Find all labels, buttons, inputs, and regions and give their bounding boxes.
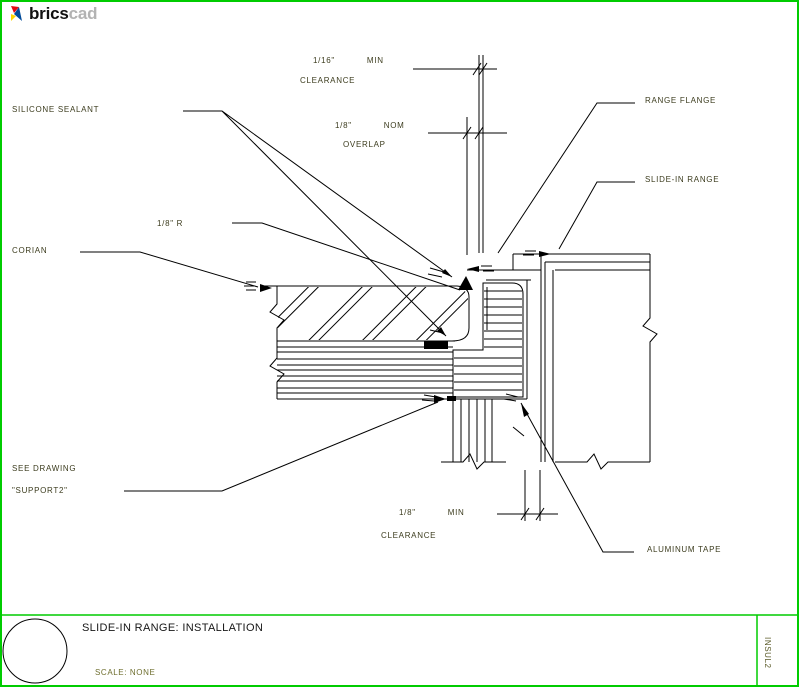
dim-qualifier: MIN: [366, 56, 384, 65]
title-block-circle: [2, 618, 68, 684]
leader-aluminum-tape: [520, 402, 634, 553]
arrow-sealant-lower: [437, 327, 446, 336]
dim-bottom-clearance-values: 1/8" MIN: [399, 508, 465, 517]
leader-range-flange: [497, 102, 635, 254]
label-silicone-sealant: SILICONE SEALANT: [12, 105, 100, 114]
leader-silicone-sealant: [183, 110, 453, 337]
dimension-overlap: [428, 126, 507, 140]
dim-overlap-caption: OVERLAP: [343, 140, 386, 149]
drawing-title: SLIDE-IN RANGE: INSTALLATION: [82, 622, 264, 634]
arrow-corian: [260, 284, 272, 292]
label-aluminum-tape: ALUMINUM TAPE: [647, 545, 722, 554]
label-range-flange: RANGE FLANGE: [645, 96, 717, 105]
bricscad-logo-icon: [11, 6, 22, 21]
drawing-scale: SCALE: NONE: [95, 668, 156, 677]
arrow-support: [434, 395, 446, 403]
logo-brand-secondary: cad: [68, 4, 98, 23]
logo-brand-primary: brics: [29, 4, 69, 23]
dim-overlap-values: 1/8" NOM: [335, 121, 405, 130]
arrow-flange-bottom: [467, 266, 479, 272]
arrow-sealant-upper: [442, 269, 452, 277]
leader-corian: [80, 251, 259, 288]
dim-value: 1/8": [335, 121, 352, 130]
sheet-code: INSUL2: [763, 637, 772, 669]
leader-support: [124, 401, 439, 492]
label-slide-in-range: SLIDE-IN RANGE: [645, 175, 720, 184]
support-sealant-fill: [447, 396, 456, 401]
bricscad-logo: bricscad: [9, 4, 98, 24]
dim-bottom-clearance-caption: CLEARANCE: [381, 531, 437, 540]
label-corian: CORIAN: [12, 246, 48, 255]
dimension-bottom-clearance: [497, 470, 558, 521]
sealant-bead-fill: [424, 341, 448, 349]
dim-value: 1/8": [399, 508, 416, 517]
label-radius: 1/8" R: [157, 219, 184, 228]
corian-hatch: [278, 287, 468, 340]
dim-top-clearance-caption: CLEARANCE: [300, 76, 356, 85]
label-see-drawing: SEE DRAWING: [12, 464, 77, 473]
leader-radius: [232, 222, 461, 291]
section-linework: [80, 55, 658, 553]
dim-value: 1/16": [313, 56, 335, 65]
arrow-flange-top: [539, 251, 551, 257]
dim-qualifier: MIN: [447, 508, 465, 517]
leader-slide-in-range: [558, 181, 635, 250]
sealant-corner-fill: [458, 276, 473, 290]
arrow-aluminum-tape: [521, 403, 529, 417]
dim-qualifier: NOM: [383, 121, 405, 130]
dimension-top-clearance: [413, 62, 497, 76]
dim-top-clearance-values: 1/16" MIN: [313, 56, 384, 65]
label-support2: "SUPPORT2": [12, 486, 68, 495]
section-fills: [260, 251, 551, 417]
logo-wordmark: bricscad: [29, 4, 98, 24]
